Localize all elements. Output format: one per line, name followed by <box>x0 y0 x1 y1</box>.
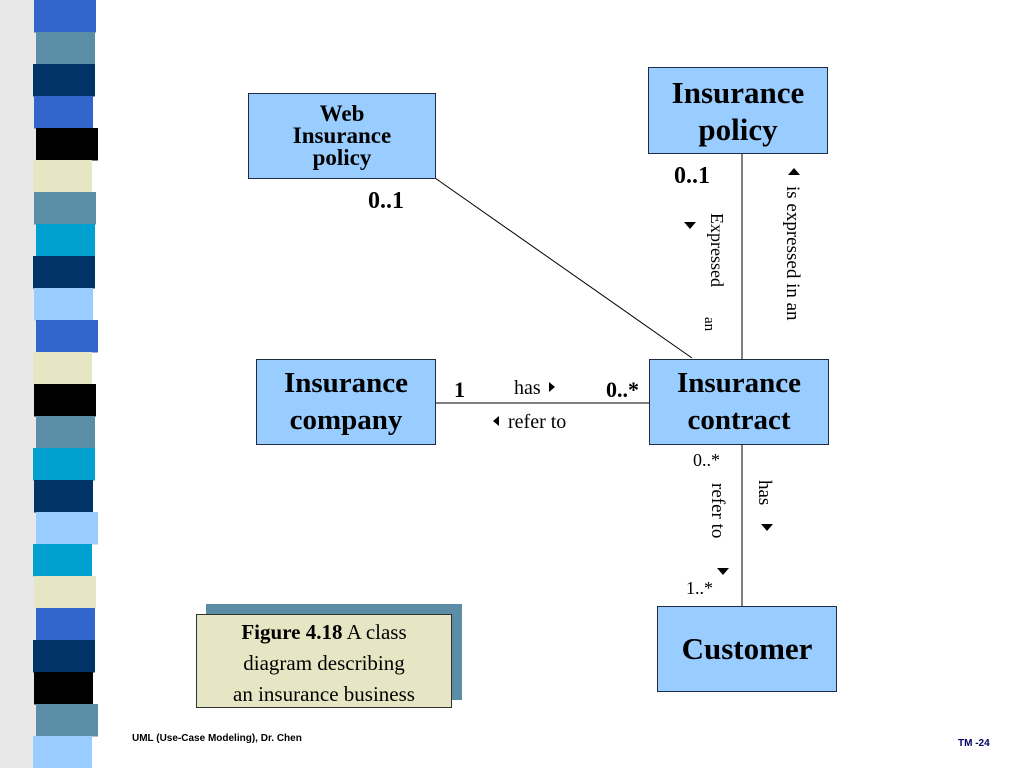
class-insurance-company[interactable]: Insurance company <box>256 359 436 445</box>
is-expressed-label-text: is expressed in an <box>782 186 803 321</box>
class-name-line: policy <box>312 145 372 170</box>
direction-right-icon <box>548 382 555 393</box>
decorative-stripe-bar <box>0 0 98 768</box>
has-label-text: has <box>514 377 541 399</box>
refer-to-label-text: refer to <box>508 411 567 433</box>
figure-caption: Figure 4.18 A class diagram describing a… <box>196 614 452 708</box>
class-insurance-policy[interactable]: Insurance policy <box>648 67 828 154</box>
class-name-line: Customer <box>681 631 813 666</box>
multiplicity-contract-company-side: 0..* <box>606 377 639 402</box>
association-label-is-expressed-in-an: is expressed in an <box>781 186 803 321</box>
multiplicity-insurance-policy: 0..1 <box>674 163 710 189</box>
class-name-line: Insurance <box>671 74 805 110</box>
stripe-segment <box>33 352 92 385</box>
stripe-segment <box>33 640 95 673</box>
stripe-segment <box>34 192 96 225</box>
stripe-segment <box>33 544 92 577</box>
footer-slide-number: TM -24 <box>958 738 990 749</box>
stripe-segment <box>34 576 96 609</box>
class-web-insurance-policy[interactable]: Web Insurance policy <box>248 93 436 179</box>
multiplicity-company: 1 <box>454 377 465 402</box>
an-label-text: an <box>701 317 717 332</box>
caption-text: A class <box>346 620 407 644</box>
multiplicity-contract-customer-side: 0..* <box>693 450 720 470</box>
expressed-label-text: Expressed <box>707 213 727 287</box>
stripe-segment <box>36 704 98 737</box>
has-vertical-label-text: has <box>754 480 775 506</box>
class-customer[interactable]: Customer <box>657 606 837 692</box>
web-contract-line <box>434 177 693 359</box>
stripe-segment <box>34 384 96 417</box>
stripe-segment <box>34 96 93 129</box>
direction-up-icon <box>788 168 800 175</box>
stripe-segment <box>36 608 95 641</box>
stripe-segment <box>36 416 95 449</box>
stripe-segment <box>33 256 95 289</box>
stripe-segment <box>36 128 98 161</box>
caption-line-3: an insurance business <box>233 682 415 706</box>
association-label-refer-to: refer to <box>493 411 566 434</box>
association-label-expressed: Expressed <box>706 213 727 287</box>
class-name-line: Web <box>319 101 365 126</box>
class-name-line: policy <box>698 111 778 147</box>
stripe-segment <box>36 512 98 545</box>
class-name-line: contract <box>687 404 791 436</box>
caption-line-1: Figure 4.18 A class <box>197 617 451 648</box>
multiplicity-customer: 1..* <box>686 578 713 598</box>
stripe-segment <box>34 288 93 321</box>
association-label-refer-to-vertical: refer to <box>706 483 728 538</box>
refer-to-vertical-label-text: refer to <box>707 483 728 539</box>
stripe-segment <box>36 224 95 257</box>
stripe-segment <box>33 736 92 768</box>
stripe-segment <box>33 448 95 481</box>
direction-left-icon <box>493 416 499 427</box>
stripe-segment <box>33 64 95 97</box>
stripe-segment <box>36 32 95 65</box>
class-name-line: Insurance <box>292 123 392 148</box>
association-label-has: has <box>514 377 555 400</box>
class-insurance-contract[interactable]: Insurance contract <box>649 359 829 445</box>
direction-down-icon <box>717 568 729 575</box>
direction-down-icon <box>761 524 773 531</box>
stripe-segment <box>33 160 92 193</box>
footer-course-title: UML (Use-Case Modeling), Dr. Chen <box>132 733 302 744</box>
multiplicity-web-policy: 0..1 <box>368 188 404 214</box>
association-label-an: an <box>700 317 717 331</box>
stripe-segment <box>34 672 93 705</box>
stripe-segment <box>34 480 93 513</box>
class-name-line: company <box>289 404 403 436</box>
caption-figure-number: Figure 4.18 <box>241 620 343 644</box>
class-name-line: Insurance <box>676 367 802 399</box>
direction-down-icon <box>684 222 696 229</box>
stripe-segment <box>36 320 98 353</box>
class-name-line: Insurance <box>283 367 409 399</box>
stripe-shade <box>0 0 36 768</box>
association-label-has-vertical: has <box>753 480 775 505</box>
stripe-segment <box>34 0 96 33</box>
caption-line-2: diagram describing <box>243 651 405 675</box>
